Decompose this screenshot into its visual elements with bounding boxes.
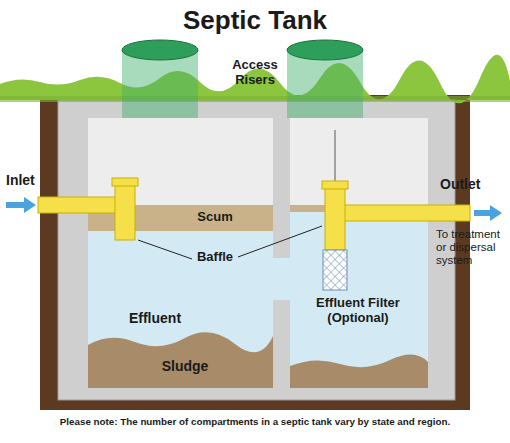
sludge-label: Sludge [135,358,235,374]
soil [40,95,470,410]
riser-label: Access Risers [215,58,295,88]
inlet-pipe [38,197,123,213]
flow-arrow [490,205,502,221]
outlet-pipe [340,205,470,221]
grass-edge [0,96,510,102]
effluent-label: Effluent [105,310,205,326]
right-compartment [290,118,428,388]
effluent-filter [323,250,347,290]
tank-shell [58,100,455,400]
effluent-water [290,205,428,388]
inlet-label: Inlet [6,172,66,188]
flow-arrow [474,210,492,216]
scum-label: Scum [175,210,255,225]
sludge-layer [290,354,428,388]
destination-label: To treatment or dispersal system [436,228,508,268]
riser-lid [287,40,363,60]
diagram-title: Septic Tank [0,6,510,36]
riser-lid [122,40,198,60]
flow-arrow [6,202,26,208]
filter-label: Effluent Filter (Optional) [306,296,410,326]
baffle-collar [112,178,138,186]
leader-line [138,240,192,259]
flow-arrow [24,197,36,213]
leader-line [238,226,322,257]
partition-opening [272,258,292,300]
baffle-collar [322,181,348,189]
outlet-baffle [325,185,345,250]
left-compartment [88,118,273,388]
filter-handle [334,130,336,185]
diagram-caption: Please note: The number of compartments … [0,416,510,427]
outlet-label: Outlet [440,176,506,192]
sludge-layer [88,332,273,388]
grass [0,55,510,104]
inlet-baffle [115,182,135,240]
baffle-label: Baffle [175,250,255,265]
